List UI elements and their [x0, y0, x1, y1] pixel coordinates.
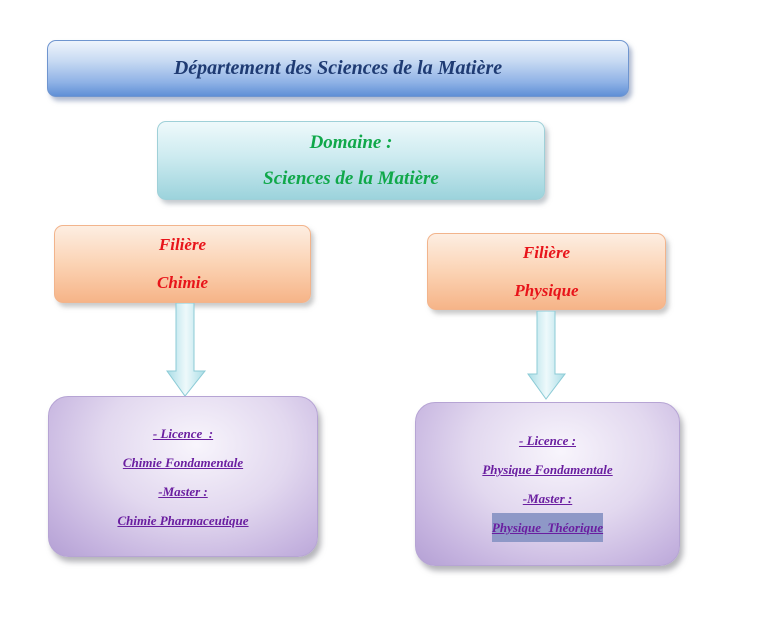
programs-chimie-box: - Licence : Chimie Fondamentale -Master … [48, 396, 318, 557]
licence-physique-link[interactable]: Physique Fondamentale [482, 462, 613, 477]
filiere-physique-box: Filière Physique [427, 233, 666, 310]
down-arrow-chimie [166, 303, 207, 397]
department-header-box: Département des Sciences de la Matière [47, 40, 629, 97]
down-arrow-physique [527, 311, 567, 400]
programs-physique-box: - Licence : Physique Fondamentale -Maste… [415, 402, 680, 566]
filiere-chimie-box: Filière Chimie [54, 225, 311, 303]
licence-label: - Licence : [518, 433, 577, 448]
master-chimie-link[interactable]: Chimie Pharmaceutique [117, 512, 249, 528]
domain-label: Domaine : [309, 131, 393, 153]
master-physique-link[interactable]: Physique Théorique [491, 513, 604, 542]
licence-label: - Licence : [152, 425, 214, 441]
department-title: Département des Sciences de la Matière [173, 57, 503, 79]
filiere-chimie-name: Chimie [156, 273, 208, 292]
filiere-physique-label: Filière [522, 242, 571, 262]
domain-value: Sciences de la Matière [263, 167, 439, 189]
master-label: -Master : [522, 491, 573, 506]
licence-chimie-link[interactable]: Chimie Fondamentale [122, 454, 244, 470]
master-label: -Master : [158, 483, 208, 499]
filiere-physique-name: Physique [514, 280, 579, 300]
domain-box: Domaine : Sciences de la Matière [157, 121, 545, 200]
filiere-chimie-label: Filière [158, 235, 207, 254]
